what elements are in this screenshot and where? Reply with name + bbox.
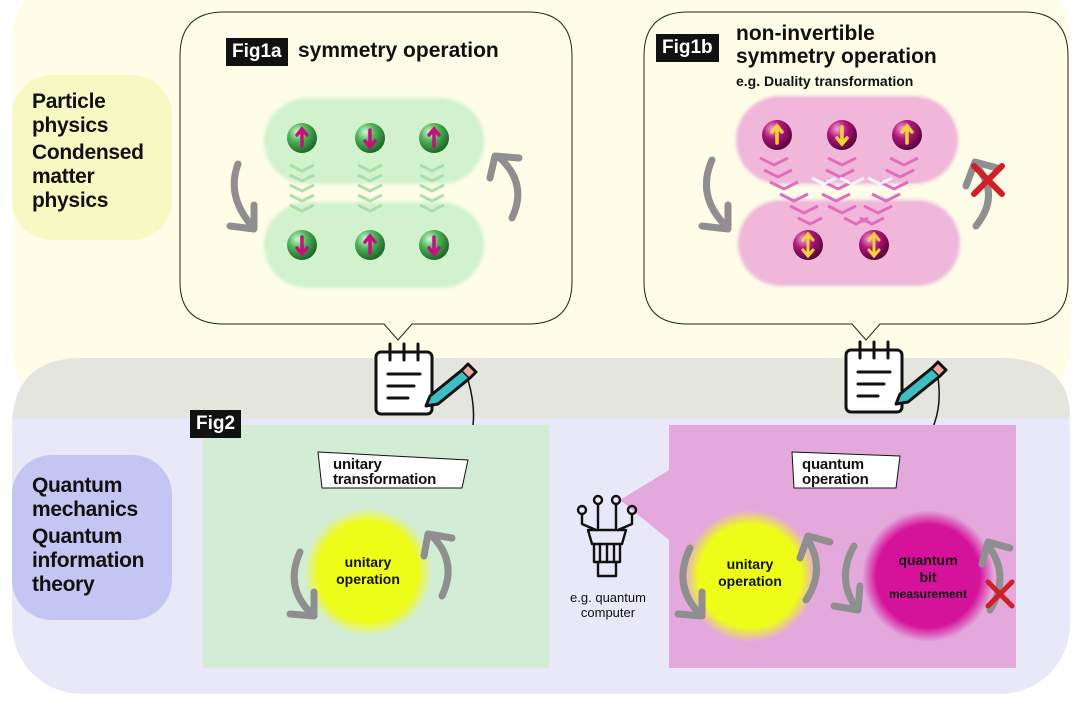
- quantum-label: Quantum mechanics Quantum information th…: [32, 474, 145, 597]
- fig1b-example: e.g. Duality transformation: [736, 73, 914, 89]
- fig1a-spin-up-3: [355, 230, 385, 260]
- quantum-label-line: theory: [32, 573, 95, 596]
- fig1a-rotate-left-icon: [226, 160, 258, 233]
- left-circle-label: unitary operation: [318, 554, 418, 588]
- right-unitary-line: unitary: [726, 556, 774, 572]
- physics-label: Particle physics Condensed matter physic…: [32, 90, 144, 213]
- fig1b-tag: Fig1b: [656, 34, 719, 62]
- measurement-line: measurement: [888, 587, 968, 601]
- fig1b-spin-both-1: [793, 230, 823, 260]
- fig1b-connectors: [759, 156, 919, 226]
- fig1a-spin-up-2: [419, 123, 449, 153]
- fig1a-spin-down-3: [287, 230, 317, 260]
- left-note-text: unitary transformation: [333, 457, 436, 487]
- physics-label-line: physics: [32, 189, 109, 212]
- fig2-tag: Fig2: [190, 410, 242, 438]
- quantum-computer-icon: [576, 494, 638, 578]
- fig1a-spin-up-1: [287, 123, 317, 153]
- fig2-measure-cross-icon: [985, 579, 1015, 609]
- physics-label-line: physics: [32, 114, 109, 137]
- fig2-middle-rotate-icon: [796, 532, 864, 614]
- fig1a-title: symmetry operation: [298, 39, 499, 62]
- quantum-label-line: Quantum: [32, 525, 123, 548]
- fig1b-title-line: symmetry operation: [736, 45, 937, 68]
- physics-label-line: Condensed: [32, 141, 144, 164]
- left-note-tag: [317, 451, 469, 489]
- fig1b-spin-up-2: [892, 120, 922, 150]
- fig2-right-rotate-icon: [420, 530, 456, 600]
- fig1b-spin-up-1: [762, 120, 792, 150]
- left-note-line: unitary: [333, 456, 382, 473]
- fig1b-cross-icon: [971, 163, 1005, 197]
- computer-label-line: e.g. quantum: [570, 590, 646, 605]
- left-unitary-circle: [304, 508, 432, 636]
- fig1b-title: non-invertible symmetry operation: [736, 22, 937, 68]
- fig1a-spin-down-1: [355, 123, 385, 153]
- right-note-line: quantum: [802, 456, 864, 473]
- physics-label-line: Particle: [32, 90, 106, 113]
- physics-label-bubble: [12, 75, 172, 240]
- measurement-circle: [862, 510, 994, 642]
- measurement-line: quantum: [898, 552, 958, 568]
- fig1b-rotate-left-icon: [698, 156, 732, 233]
- fig1a-rotate-right-icon: [486, 152, 523, 222]
- right-unitary-circle: [684, 510, 816, 642]
- left-note-line: transformation: [333, 471, 437, 488]
- fig1b-spin-both-2: [859, 230, 889, 260]
- physics-label-line: matter: [32, 165, 95, 188]
- fig2-left-rotate-icon: [286, 548, 318, 620]
- right-note-line: operation: [802, 471, 869, 488]
- fig1a-connectors: [289, 163, 445, 213]
- quantum-label-line: information: [32, 549, 145, 572]
- left-notepad-icon: [374, 342, 478, 416]
- fig1a-tag: Fig1a: [226, 38, 288, 66]
- right-note-tag: [791, 451, 901, 489]
- right-note-text: quantum operation: [802, 457, 869, 487]
- fig1b-spin-down-1: [827, 120, 857, 150]
- right-unitary-label: unitary operation: [700, 556, 800, 590]
- fig1a-spin-down-4: [419, 230, 449, 260]
- computer-label: e.g. quantum computer: [552, 590, 664, 620]
- left-circle-line: operation: [336, 571, 400, 587]
- computer-label-line: computer: [580, 605, 636, 620]
- region-overlap: [12, 358, 1070, 428]
- quantum-label-bubble: [12, 455, 172, 620]
- fig1b-title-line: non-invertible: [736, 22, 875, 45]
- quantum-label-line: Quantum: [32, 474, 123, 497]
- measurement-label: quantum bit measurement: [868, 552, 988, 603]
- right-unitary-line: operation: [718, 573, 782, 589]
- right-notepad-icon: [844, 340, 948, 414]
- measurement-line: bit: [919, 569, 937, 585]
- fig1b-bottom-lane: [738, 200, 960, 286]
- quantum-label-line: mechanics: [32, 498, 138, 521]
- left-circle-line: unitary: [344, 554, 392, 570]
- fig2-right-left-rotate-icon: [674, 544, 706, 620]
